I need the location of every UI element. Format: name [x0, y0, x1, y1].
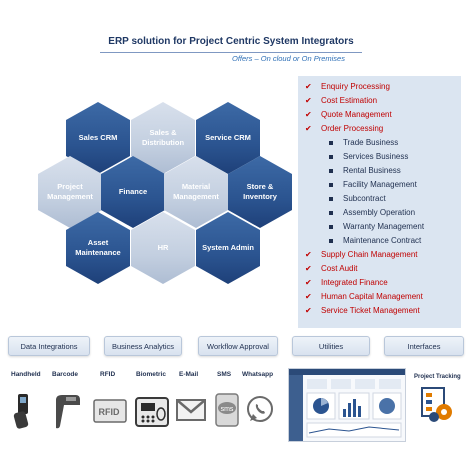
page-title: ERP solution for Project Centric System …	[108, 36, 354, 47]
checkmark-icon: ✔	[305, 292, 312, 301]
process-subitem: Maintenance Contract	[303, 234, 463, 248]
process-subitem: Facility Management	[303, 178, 463, 192]
interfaces-button[interactable]: Interfaces	[384, 336, 464, 356]
process-label: Rental Business	[343, 166, 401, 175]
process-label: Services Business	[343, 152, 409, 161]
bullet-icon	[329, 239, 333, 243]
bullet-icon	[329, 225, 333, 229]
process-label: Enquiry Processing	[321, 82, 390, 91]
checkmark-icon: ✔	[305, 110, 312, 119]
hex-label: Service CRM	[205, 133, 251, 142]
process-item: ✔ Cost Estimation	[303, 94, 463, 108]
dashboard-preview-icon	[289, 369, 405, 441]
checkmark-icon: ✔	[305, 96, 312, 105]
process-item: ✔ Cost Audit	[303, 262, 463, 276]
bullet-icon	[329, 197, 333, 201]
hex-label: Asset Maintenance	[75, 238, 121, 257]
title-divider	[100, 52, 362, 53]
hex-label: System Admin	[202, 243, 254, 252]
hex-label: Project Management	[47, 182, 93, 201]
process-label: Assembly Operation	[343, 208, 416, 217]
hex-service-crm[interactable]: Service CRM	[196, 102, 260, 174]
checkmark-icon: ✔	[305, 278, 312, 287]
device-label-biometric: Biometric	[136, 371, 166, 378]
device-label-barcode: Barcode	[52, 371, 79, 378]
hex-hr[interactable]: HR	[131, 212, 195, 284]
project-tracking-icon	[421, 387, 452, 422]
project-tracking-label: Project Tracking	[414, 374, 461, 380]
whatsapp-icon	[247, 396, 273, 422]
process-item: ✔ Order Processing	[303, 122, 463, 136]
hex-label: Finance	[118, 187, 148, 196]
handheld-scanner-icon	[13, 394, 29, 429]
utilities-button[interactable]: Utilities	[292, 336, 370, 356]
checkmark-icon: ✔	[305, 124, 312, 133]
process-label: Warranty Management	[343, 222, 425, 231]
hex-label: Sales & Distribution	[141, 128, 185, 147]
sms-icon: sms	[215, 393, 239, 427]
data-integrations-button[interactable]: Data Integrations	[8, 336, 90, 356]
bullet-icon	[329, 141, 333, 145]
process-label: Supply Chain Management	[321, 250, 418, 259]
checkmark-icon: ✔	[305, 306, 312, 315]
workflow-approval-button[interactable]: Workflow Approval	[198, 336, 278, 356]
hex-label: Store & Inventory	[243, 182, 277, 201]
dashboard-screenshot-thumbnail	[288, 368, 406, 442]
hex-label: Material Management	[173, 182, 219, 201]
process-item: ✔ Human Capital Management	[303, 290, 463, 304]
process-subitem: Warranty Management	[303, 220, 463, 234]
process-label: Facility Management	[343, 180, 417, 189]
process-item: ✔ Quote Management	[303, 108, 463, 122]
hex-label: HR	[157, 243, 169, 252]
process-item: ✔ Integrated Finance	[303, 276, 463, 290]
process-panel	[298, 76, 461, 328]
device-label-rfid: RFID	[100, 371, 116, 378]
process-item: ✔ Supply Chain Management	[303, 248, 463, 262]
hex-system-admin[interactable]: System Admin	[196, 212, 260, 284]
device-label-email: E-Mail	[179, 371, 199, 378]
hex-material-management[interactable]: Material Management	[164, 156, 228, 228]
process-label: Cost Estimation	[321, 96, 378, 105]
process-label: Quote Management	[321, 110, 392, 119]
process-subitem: Subcontract	[303, 192, 463, 206]
process-label: Cost Audit	[321, 264, 358, 273]
hex-label: Sales CRM	[78, 133, 118, 142]
sms-icon-text: sms	[221, 406, 234, 413]
checkmark-icon: ✔	[305, 264, 312, 273]
device-label-sms: SMS	[217, 371, 232, 378]
bullet-icon	[329, 169, 333, 173]
process-label: Order Processing	[321, 124, 384, 133]
business-analytics-button[interactable]: Business Analytics	[104, 336, 182, 356]
process-label: Integrated Finance	[321, 278, 388, 287]
process-subitem: Rental Business	[303, 164, 463, 178]
device-label-handheld: Handheld	[11, 371, 41, 378]
email-icon	[176, 399, 206, 421]
process-label: Service Ticket Management	[321, 306, 420, 315]
process-label: Maintenance Contract	[343, 236, 422, 245]
process-subitem: Assembly Operation	[303, 206, 463, 220]
barcode-scanner-icon	[56, 395, 80, 429]
process-label: Human Capital Management	[321, 292, 423, 301]
process-subitem: Trade Business	[303, 136, 463, 150]
bullet-icon	[329, 155, 333, 159]
checkmark-icon: ✔	[305, 250, 312, 259]
process-label: Subcontract	[343, 194, 386, 203]
rfid-icon-text: RFID	[99, 407, 120, 417]
bullet-icon	[329, 211, 333, 215]
process-subitem: Services Business	[303, 150, 463, 164]
device-label-whatsapp: Whatsapp	[242, 371, 274, 378]
process-list: ✔ Enquiry Processing ✔ Cost Estimation ✔ Quot…	[303, 80, 463, 318]
process-label: Trade Business	[343, 138, 399, 147]
checkmark-icon: ✔	[305, 82, 312, 91]
rfid-icon: RFID	[93, 399, 127, 423]
biometric-icon	[135, 397, 169, 427]
bullet-icon	[329, 183, 333, 187]
process-item: ✔ Enquiry Processing	[303, 80, 463, 94]
process-item: ✔ Service Ticket Management	[303, 304, 463, 318]
page-subtitle: Offers – On cloud or On Premises	[232, 54, 345, 63]
